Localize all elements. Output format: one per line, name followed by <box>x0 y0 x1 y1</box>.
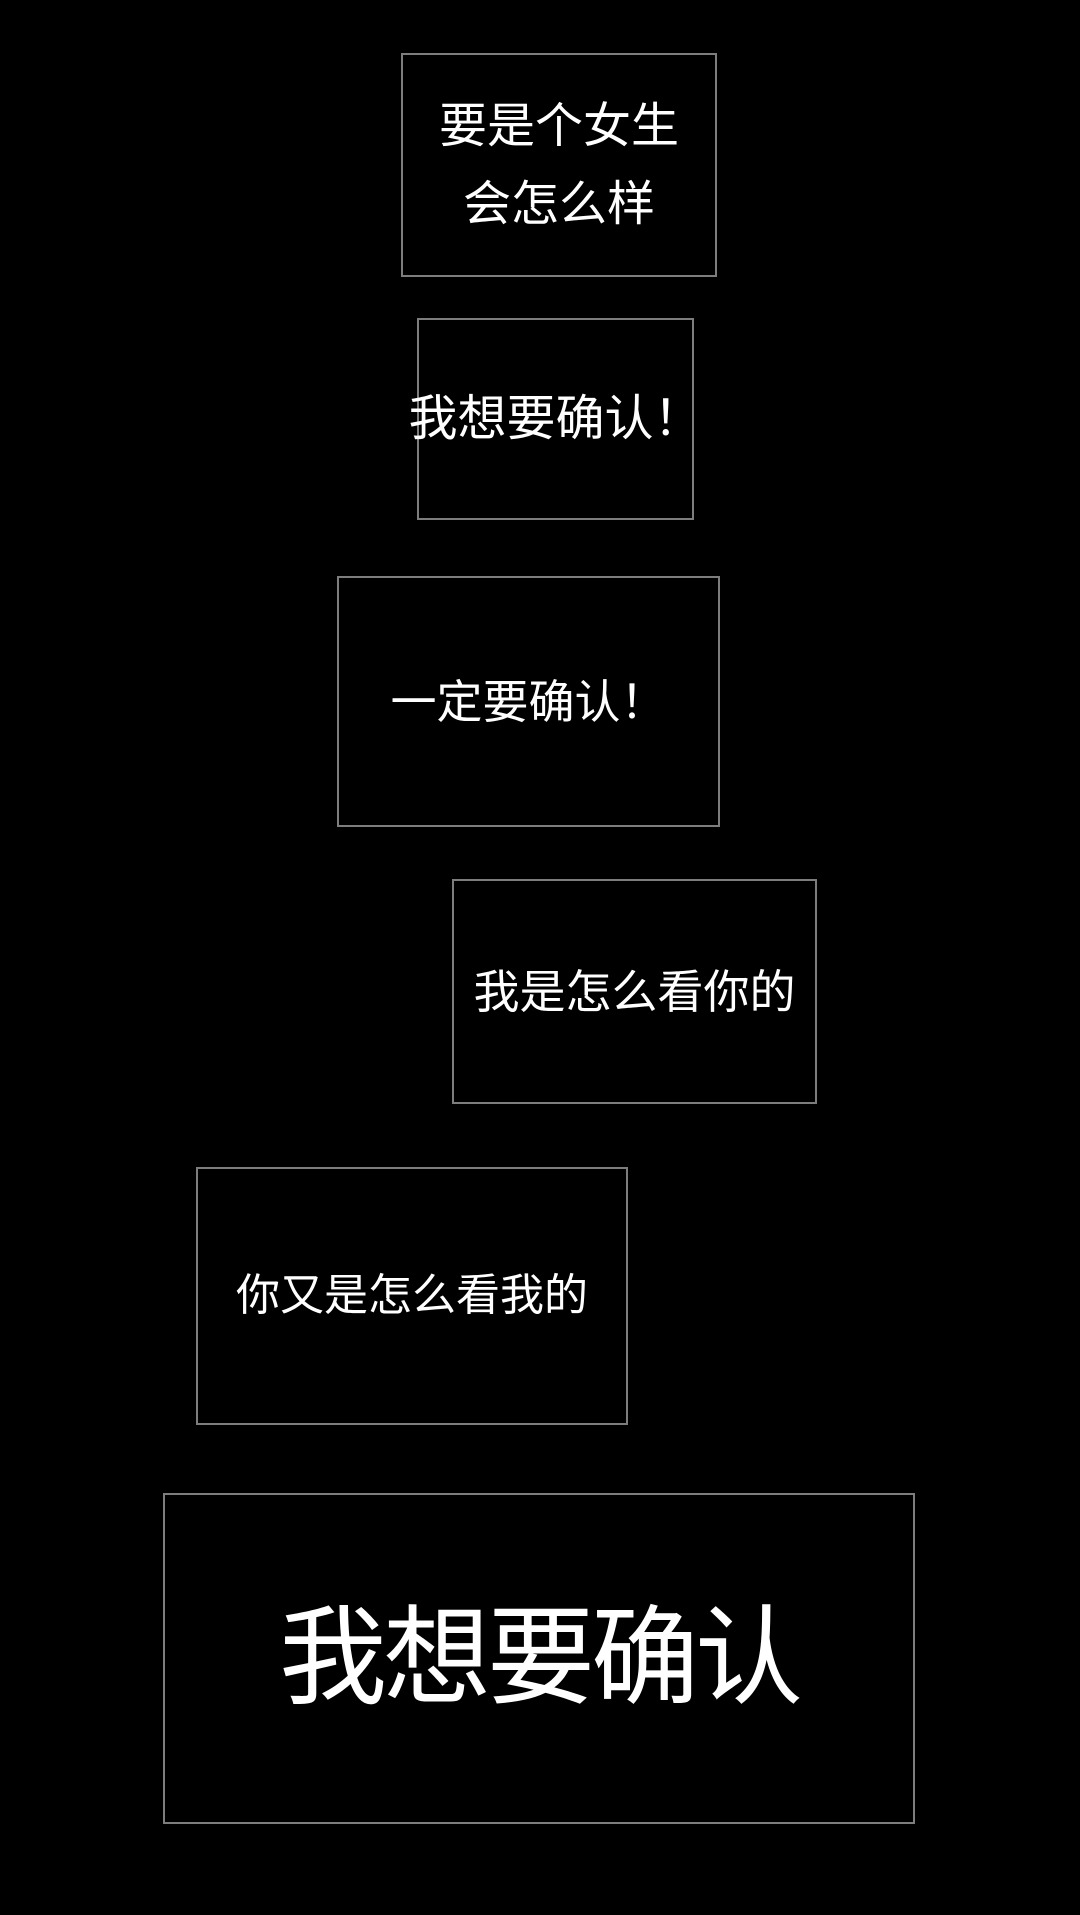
panel-1-text-line-2: 会怎么样 <box>462 176 655 232</box>
speech-panel-2: 我想要确认！ <box>409 318 703 520</box>
panel-3-text: 一定要确认！ <box>390 674 667 729</box>
panel-4-text: 我是怎么看你的 <box>473 964 796 1019</box>
speech-panel-6: 我想要确认 <box>163 1493 915 1824</box>
speech-panel-1: 要是个女生 会怎么样 <box>401 53 717 277</box>
speech-panel-5: 你又是怎么看我的 <box>196 1167 628 1425</box>
panel-6-text: 我想要确认 <box>278 1595 803 1721</box>
panel-5-text: 你又是怎么看我的 <box>236 1270 588 1321</box>
speech-panel-3: 一定要确认！ <box>337 576 720 827</box>
speech-panel-4: 我是怎么看你的 <box>452 879 817 1104</box>
panel-1-text-line-1: 要是个女生 <box>438 98 679 154</box>
panel-2-text: 我想要确认！ <box>408 390 703 447</box>
